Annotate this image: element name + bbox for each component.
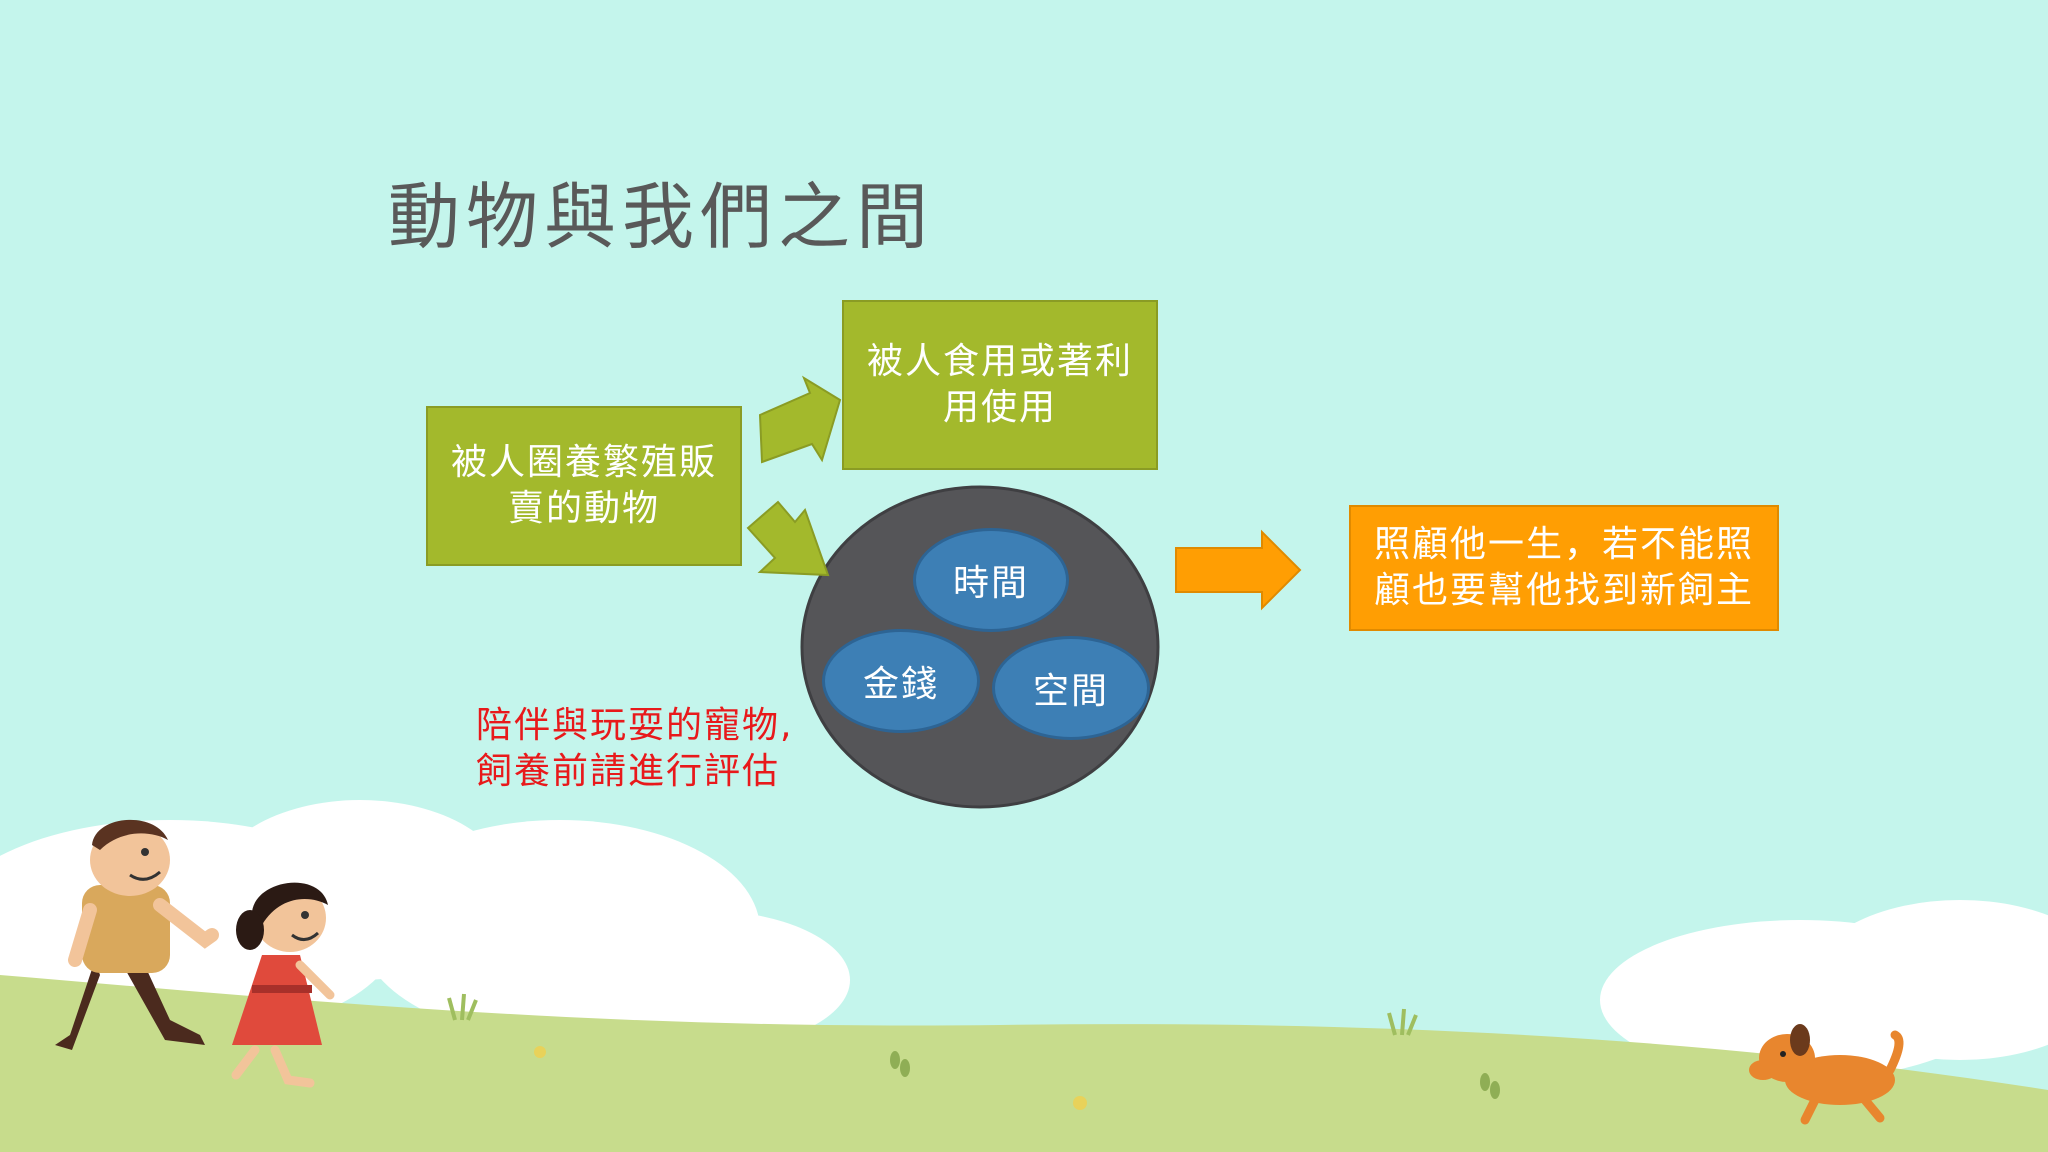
grass-ground bbox=[0, 975, 2048, 1152]
man-illustration bbox=[55, 819, 219, 1050]
pet-evaluation-note: 陪伴與玩耍的寵物, 飼養前請進行評估 bbox=[476, 703, 793, 795]
dog-illustration bbox=[1749, 1024, 1904, 1125]
flowers bbox=[534, 1046, 1087, 1110]
resource-money-oval: 金錢 bbox=[822, 629, 980, 733]
lifetime-care-box: 照顧他一生，若不能照顧也要幫他找到新飼主 bbox=[1349, 505, 1779, 631]
slide-title: 動物與我們之間 bbox=[388, 175, 935, 259]
sprouts bbox=[890, 1051, 1500, 1099]
source-animals-box: 被人圈養繁殖販賣的動物 bbox=[426, 406, 742, 566]
arrow-to-pet bbox=[746, 500, 830, 577]
note-line-1: 陪伴與玩耍的寵物, bbox=[476, 705, 794, 746]
resource-space-oval: 空間 bbox=[992, 636, 1150, 740]
resource-time-oval: 時間 bbox=[913, 528, 1069, 632]
used-animals-box: 被人食用或著利用使用 bbox=[842, 300, 1158, 470]
arrow-to-use bbox=[758, 375, 842, 464]
grass-tufts bbox=[447, 993, 1418, 1036]
note-line-2: 飼養前請進行評估 bbox=[476, 751, 781, 792]
girl-illustration bbox=[231, 882, 335, 1088]
arrow-to-care bbox=[1175, 529, 1302, 611]
